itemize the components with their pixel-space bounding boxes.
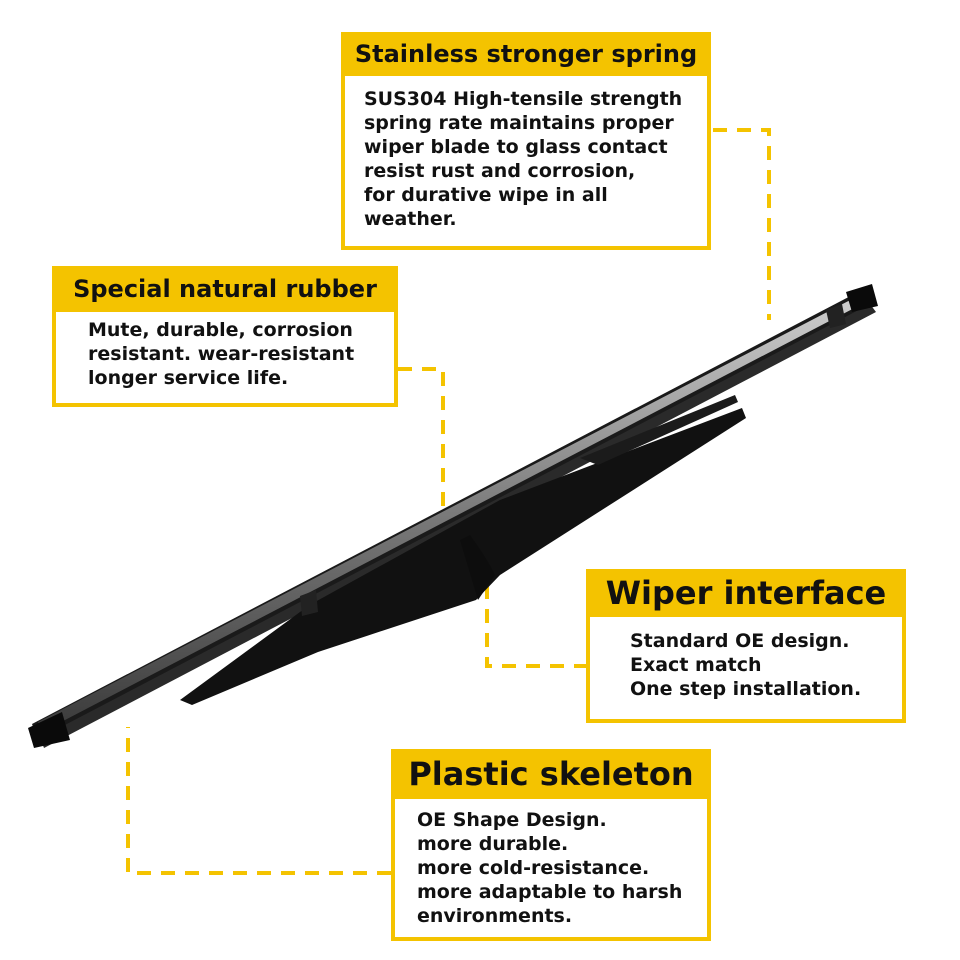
interface-leader-line	[485, 580, 588, 668]
skeleton-callout-title: Plastic skeleton	[391, 749, 711, 799]
spring-leader-line	[713, 128, 771, 320]
rubber-callout-text: Mute, durable, corrosion resistant. wear…	[88, 319, 355, 389]
skeleton-claw-left	[300, 590, 318, 616]
plastic-skeleton	[180, 408, 746, 705]
skeleton-callout-text: OE Shape Design. more durable. more cold…	[417, 809, 683, 927]
wiper-blade	[28, 284, 878, 748]
skeleton-arch	[580, 395, 738, 465]
spring-callout-box	[341, 70, 711, 250]
interface-callout-box	[586, 610, 906, 723]
right-end-cap	[846, 284, 878, 312]
spring-callout-title: Stainless stronger spring	[341, 32, 711, 76]
stainless-spring	[38, 296, 862, 732]
skeleton-claw-right	[826, 304, 846, 328]
interface-callout-text: Standard OE design. Exact match One step…	[630, 630, 862, 700]
wiper-interface-hump	[460, 535, 495, 600]
interface-callout-title: Wiper interface	[586, 569, 906, 617]
rubber-leader-line	[398, 367, 445, 520]
spring-callout-text: SUS304 High-tensile strength spring rate…	[364, 88, 683, 230]
skeleton-leader-line	[126, 727, 391, 875]
left-end-cap	[28, 712, 70, 748]
rubber-callout-title: Special natural rubber	[52, 266, 398, 312]
leader-lines	[126, 128, 771, 875]
